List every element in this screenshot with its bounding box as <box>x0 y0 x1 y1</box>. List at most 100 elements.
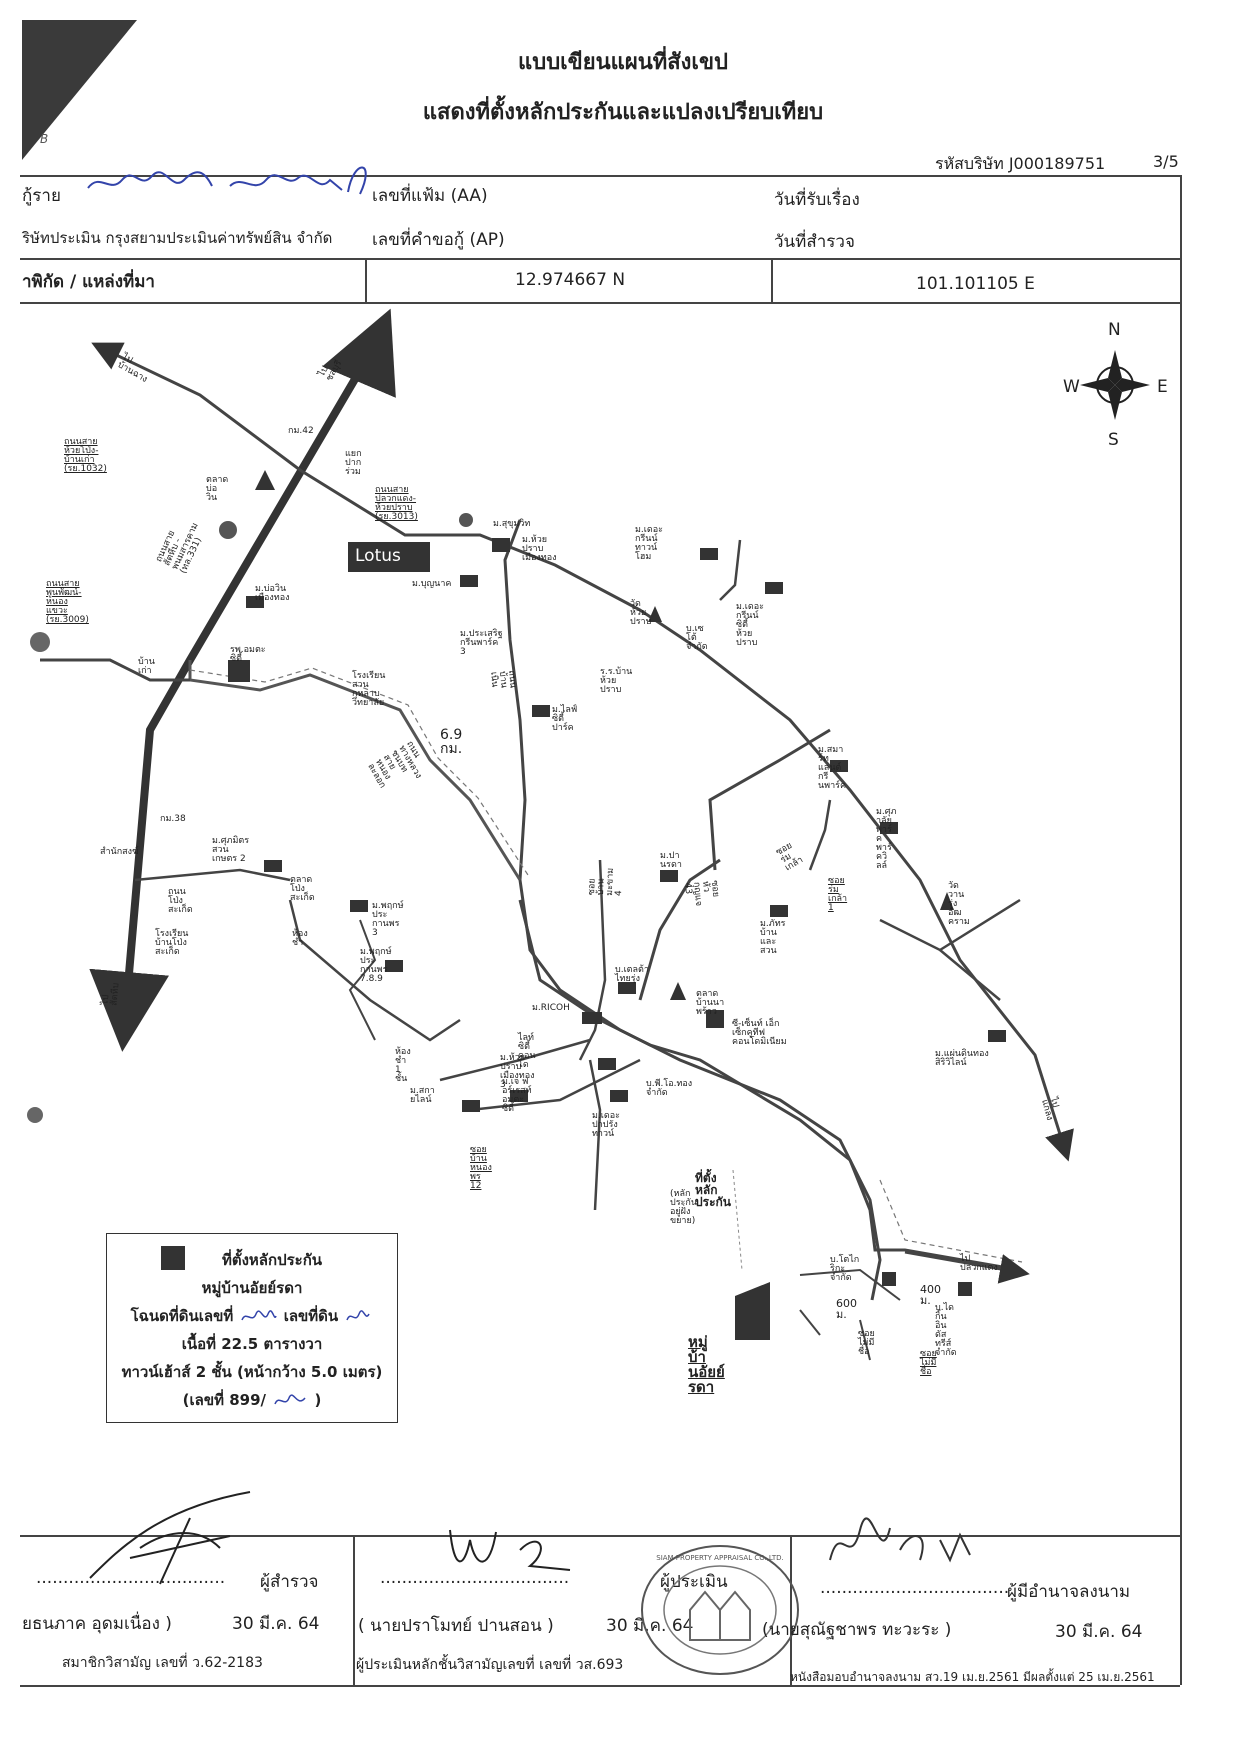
page-number: 3/5 <box>1153 152 1179 171</box>
table-col-divider <box>365 258 367 303</box>
label-m-phatra: ม.ภัทรบ้านและสวน <box>760 919 786 956</box>
label-rp-amata: รพ.อมตะซิตี้ <box>230 645 266 664</box>
label-m-prasert: ม.ประเสริฐ กรีนพาร์ค 3 <box>460 629 503 657</box>
survey-date-label: วันที่สำรวจ <box>774 232 855 252</box>
label-talat-banna: ตลาดบ้านนาพร้าว <box>696 989 725 1017</box>
label-m-smart-home: ม.สมาร์ทแลนด์ กรีนพาร์ค <box>818 745 846 791</box>
label-road-3009: ถนนสายพูนพัฒน์-หนองแขวะ (รย.3009) <box>46 579 89 625</box>
company-stamp: SIAM PROPERTY APPRAISAL CO.,LTD. <box>641 1545 799 1675</box>
label-m-sukhumvit: ม.สุขุมวิท <box>493 519 531 529</box>
legend-line3b: เลขที่ดิน <box>283 1307 339 1325</box>
label-km-69: 6.9 กม. <box>440 727 463 757</box>
label-soi-thi-sai: ซอยบ้านมะขาม 4 <box>587 867 625 897</box>
table-col-divider-2 <box>771 258 773 303</box>
loan-request-label: เลขที่คำขอกู้ (AP) <box>372 230 505 250</box>
label-collateral-location: ที่ตั้งหลักประกัน <box>695 1171 731 1209</box>
compass-n: N <box>1108 320 1121 340</box>
label-m-sky-land: ม.สกายไลน์ <box>410 1086 435 1105</box>
signer-signature <box>829 1517 971 1563</box>
label-m-huai-prap-mt: ม.ห้วยปราบเมืองทอง <box>522 535 557 563</box>
borrower-handwriting <box>87 166 367 195</box>
appraiser-name: ( นายปราโมทย์ ปานสอน ) <box>358 1616 554 1636</box>
signer-date: 30 มี.ค. 64 <box>1055 1622 1143 1642</box>
coordinates-label: าพิกัด / แหล่งที่มา <box>22 272 155 292</box>
label-road-3013: ถนนสายปลวกแดง-ห้วยปราบ (รย.3013) <box>375 485 418 522</box>
label-road-1032: ถนนสายห้วยโป่ง-บ้านเก่า (รย.1032) <box>64 437 107 474</box>
label-m-bo-win-mt: ม.บ่อวินเมืองทอง <box>255 584 290 603</box>
legend-handwriting-house <box>274 1393 306 1404</box>
surveyor-member: สมาชิกวิสามัญ เลขที่ ว.62-2183 <box>62 1655 263 1671</box>
label-to-sattahip: ไปสัตหีบ <box>100 982 122 1007</box>
label-b-tokai-rika: บ.โตไก ริกะ จำกัด <box>830 1255 860 1283</box>
longitude-value: 101.101105 E <box>916 274 1035 294</box>
signer-dots: ................................... <box>820 1578 1010 1598</box>
label-m-phruek-789: ม.พฤกษ์ประกานพร 7.8.9 <box>360 947 392 984</box>
label-km42: กม.42 <box>288 426 314 436</box>
legend-line5: ทาวน์เฮ้าส์ 2 ชั้น (หน้ากว้าง 5.0 เมตร) <box>121 1363 383 1381</box>
label-ban-kao: บ้านเก่า <box>138 657 155 676</box>
legend-line4: เนื้อที่ 22.5 ตารางวา <box>181 1335 323 1353</box>
page-right-border <box>1180 175 1182 1685</box>
signature-divider-2 <box>790 1535 792 1685</box>
label-m-huai-prap-3: ม.ห้วยปราบเมืองทอง 3 <box>500 1053 535 1090</box>
latitude-value: 12.974667 N <box>515 270 626 290</box>
surveyor-signature <box>89 1491 251 1585</box>
label-soi-nai-cheu: ซอยไม่มีชื่อ <box>858 1329 875 1357</box>
label-m-life-city: ม.ไลฟ์ ซิตี้ปาร์ค <box>552 705 578 733</box>
label-to-pluak-daeng: ไปปลวกแดง <box>960 1254 998 1273</box>
label-talat-pong-saket: ตลาดโป่งสะเก็ด <box>290 875 315 903</box>
table-top-border <box>20 175 1180 177</box>
appraiser-dots: ................................... <box>380 1568 570 1588</box>
legend-line6: (เลขที่ 899/ <box>182 1391 266 1409</box>
label-village-name: หมู่บ้านอัยย์รดา <box>688 1333 725 1396</box>
label-m-pantara: ม.ปานรดา <box>660 851 682 870</box>
surveyor-date: 30 มี.ค. 64 <box>232 1614 320 1634</box>
appraiser-role: ผู้ประเมิน <box>660 1572 728 1592</box>
label-soi-nai-cheu-2: ซอยไม่มีชื่อ <box>920 1349 937 1377</box>
label-b-ni-ko-thong: บ.พี.โอ.ทอง จำกัด <box>646 1079 693 1098</box>
compass-w: W <box>1063 377 1080 397</box>
legend-handwriting-deed <box>241 1309 278 1320</box>
label-market-bor-win: ตลาดบ่อวิน <box>206 475 229 503</box>
surveyor-dots: ................................... <box>36 1568 226 1588</box>
compass-rose <box>1080 350 1150 420</box>
label-m-lan-tin-thong: ม.แผ่นดินทอง สิริวิไลน์ <box>935 1049 989 1068</box>
corner-letter: B <box>40 132 49 146</box>
road-huai-prap <box>503 519 882 1301</box>
label-bt-company: บ.เซโต้ จำกัด <box>686 624 708 652</box>
surveyor-role: ผู้สำรวจ <box>260 1572 319 1592</box>
label-hong-kha: ห้องชำ <box>292 929 308 948</box>
compass-s: S <box>1108 430 1119 450</box>
label-lotus: Lotus <box>355 546 401 566</box>
label-yaek-pak-ruam: แยกปากร่วม <box>345 449 362 477</box>
signer-role: ผู้มีอำนาจลงนาม <box>1007 1582 1131 1602</box>
label-m-g-force: ม.เจ ฟอร์เรสท์ อมตะซิตี้ <box>502 1077 532 1114</box>
company-code: รหัสบริษัท J000189751 <box>935 154 1106 173</box>
label-soi-ngam-ta-1: ซอยร่มเกล้า 1 <box>828 876 848 913</box>
road-to-collateral <box>188 660 522 881</box>
scan-corner-mark <box>22 20 137 160</box>
road-southeast <box>518 899 1021 1272</box>
file-no-label: เลขที่แฟ้ม (AA) <box>372 186 488 206</box>
label-school-suan-kulap: โรงเรียนสวนกุหลาบวิทยาลัย <box>352 671 386 708</box>
road-ban-kao <box>40 658 190 682</box>
compass-e: E <box>1157 377 1168 397</box>
borrower-label: กู้ราย <box>22 186 61 206</box>
label-m-supmit: ม.ศุภมิตรสวนเกษตร 2 <box>212 836 250 864</box>
label-ban-pong-road: ถนนบ้านเนิน <box>488 669 518 689</box>
label-km38: กม.38 <box>160 814 186 824</box>
label-light-house: ไลท์ซิตี้ คอนโด <box>518 1033 536 1070</box>
label-m-phruek-3: ม.พฤกษ์ประกานพร 3 <box>372 901 404 938</box>
label-m-ricoh: ม.RICOH <box>532 1003 570 1013</box>
signer-name: (นายสุณัฐชาพร ทะวะระ ) <box>762 1620 952 1640</box>
label-soi-khlong-kao: ซอยหัวกุญแจ 43 <box>682 879 721 907</box>
appraiser-date: 30 มี.ค. 64 <box>606 1616 694 1636</box>
main-road-ne <box>109 350 1074 1162</box>
label-dist-600: 600 ม. <box>836 1297 857 1321</box>
appraiser-member: ผู้ประเมินหลักชั้นวิสามัญเลขที่ เลขที่ ว… <box>356 1657 624 1673</box>
legend-swatch <box>161 1246 185 1270</box>
legend-line3: โฉนดที่ดินเลขที่ <box>130 1307 234 1325</box>
label-b-kuran-ind: บ.ไดกิ้น อินดัสทรีส์ จำกัด <box>935 1303 957 1358</box>
collateral-legend: ที่ตั้งหลักประกัน หมู่บ้านอัยย์รดา โฉนดท… <box>106 1233 398 1423</box>
